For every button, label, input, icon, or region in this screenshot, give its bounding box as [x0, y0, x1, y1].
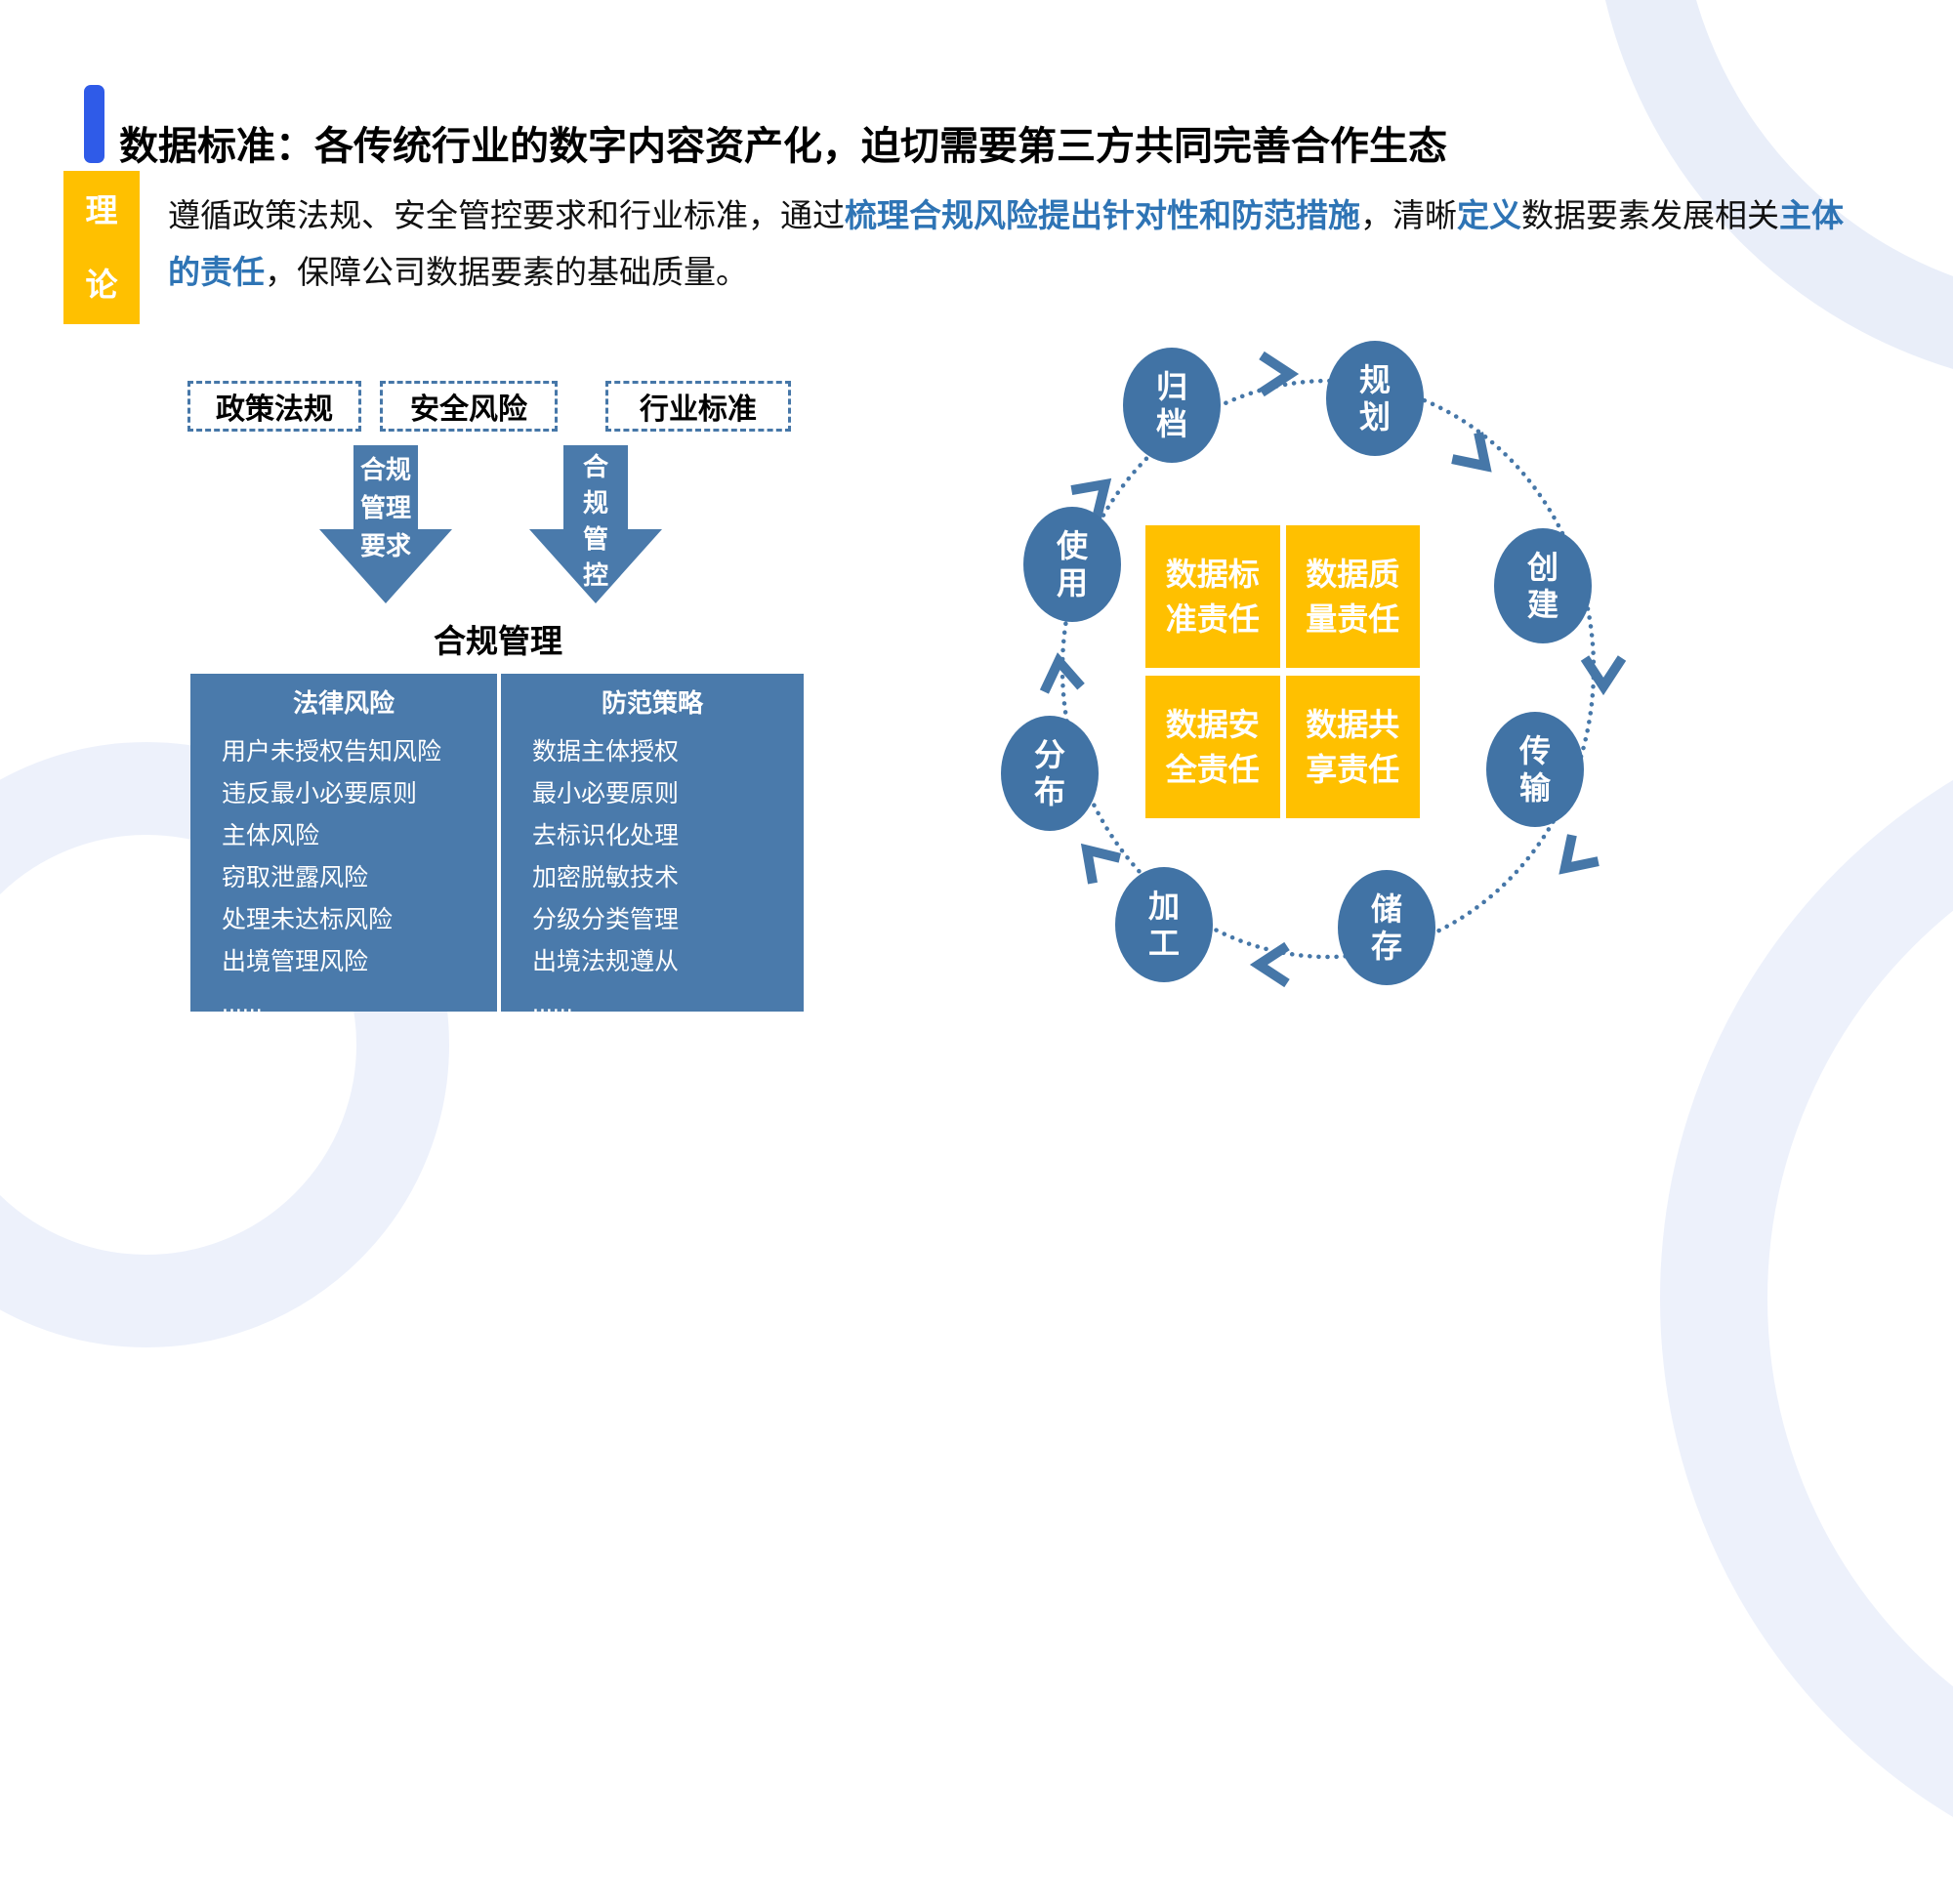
list-item: 分级分类管理 — [532, 906, 680, 933]
lifecycle-node-plan: 规 划 — [1326, 341, 1424, 456]
chevron-arrow-icon — [1039, 652, 1085, 694]
intro-line-2: 的责任，保障公司数据要素的基础质量。 — [168, 246, 748, 293]
list-item: 主体风险 — [222, 822, 320, 849]
lifecycle-node-create: 创 建 — [1494, 528, 1592, 643]
list-item: 最小必要原则 — [532, 780, 680, 807]
compliance-management-label: 合规管理 — [434, 623, 562, 659]
chevron-arrow-icon — [1259, 351, 1300, 397]
arrow-label: 合 规 管 控 — [582, 452, 608, 590]
chevron-arrow-icon — [1451, 432, 1492, 473]
title-accent-bar — [84, 85, 104, 163]
responsibility-matrix: 数据标 准责任 数据质 量责任 数据安 全责任 数据共 享责任 — [1145, 525, 1420, 818]
arrow-label: 合规 管理 要求 — [359, 455, 411, 560]
panel-header: 法律风险 — [292, 688, 395, 718]
matrix-cell-sharing: 数据共 享责任 — [1285, 676, 1420, 818]
intro-line-1: 遵循政策法规、安全管控要求和行业标准，通过梳理合规风险提出针对性和防范措施，清晰… — [168, 189, 1844, 236]
lifecycle-node-use: 使 用 — [1023, 507, 1121, 622]
list-item: ...... — [532, 990, 573, 1017]
chevron-arrow-icon — [1558, 834, 1600, 875]
list-item: 窃取泄露风险 — [222, 864, 369, 891]
chevron-arrow-icon — [1070, 477, 1112, 518]
down-arrow-icon — [529, 445, 662, 603]
intro-text: 数据要素发展相关 — [1521, 197, 1779, 233]
chevron-arrow-icon — [1080, 843, 1121, 885]
source-box-security-risk: 安全风险 — [380, 381, 558, 432]
lifecycle-node-transmit: 传 输 — [1486, 712, 1584, 827]
intro-highlight: 主体 — [1779, 197, 1844, 233]
list-item: 出境管理风险 — [222, 948, 369, 975]
intro-text: 遵循政策法规、安全管控要求和行业标准，通过 — [168, 197, 845, 233]
legal-risk-panel: 法律风险 用户未授权告知风险 违反最小必要原则 主体风险 窃取泄露风险 处理未达… — [190, 674, 497, 1017]
prevention-strategy-list: 数据主体授权 最小必要原则 去标识化处理 加密脱敏技术 分级分类管理 出境法规遵… — [501, 731, 804, 1025]
list-item: 加密脱敏技术 — [532, 864, 680, 891]
matrix-cell-security: 数据安 全责任 — [1145, 676, 1280, 818]
intro-text: ，清晰 — [1360, 197, 1457, 233]
lifecycle-node-store: 储 存 — [1338, 870, 1435, 985]
chevron-arrow-icon — [1249, 941, 1290, 988]
down-arrow-compliance-control: 合 规 管 控 — [529, 445, 662, 603]
page-title: 数据标准：各传统行业的数字内容资产化，迫切需要第三方共同完善合作生态 — [119, 124, 1447, 168]
data-lifecycle-diagram: 归 档 规 划 创 建 传 输 储 存 加 工 分 布 使 用 数据标 准责任 … — [976, 322, 1680, 1064]
source-box-policy: 政策法规 — [187, 381, 361, 432]
background-ring-bottom-right — [1660, 693, 1953, 1904]
lifecycle-node-archive: 归 档 — [1123, 348, 1221, 463]
source-box-industry-standard: 行业标准 — [605, 381, 791, 432]
list-item: ...... — [222, 990, 263, 1017]
list-item: 数据主体授权 — [532, 738, 680, 766]
list-item: 违反最小必要原则 — [222, 780, 418, 807]
intro-highlight: 的责任 — [168, 254, 265, 290]
lifecycle-node-distribute: 分 布 — [1001, 716, 1099, 831]
section-tag-theory: 理 论 — [63, 171, 140, 324]
list-item: 用户未授权告知风险 — [222, 738, 442, 766]
list-item: 出境法规遵从 — [532, 948, 680, 975]
down-arrow-icon — [319, 445, 452, 603]
list-item: 处理未达标风险 — [222, 906, 394, 933]
panel-header: 防范策略 — [601, 688, 703, 718]
intro-highlight: 梳理合规风险提出针对性和防范措施 — [845, 197, 1360, 233]
prevention-strategy-panel: 防范策略 数据主体授权 最小必要原则 去标识化处理 加密脱敏技术 分级分类管理 … — [501, 674, 804, 1017]
list-item: 去标识化处理 — [532, 822, 680, 849]
lifecycle-node-process: 加 工 — [1115, 867, 1213, 982]
matrix-cell-quality: 数据质 量责任 — [1285, 525, 1420, 668]
intro-text: ，保障公司数据要素的基础质量。 — [265, 254, 748, 290]
intro-highlight: 定义 — [1457, 197, 1521, 233]
legal-risk-list: 用户未授权告知风险 违反最小必要原则 主体风险 窃取泄露风险 处理未达标风险 出… — [190, 731, 497, 1025]
chevron-arrow-icon — [1580, 655, 1627, 696]
lifecycle-ring — [1039, 351, 1627, 988]
matrix-cell-standard: 数据标 准责任 — [1145, 525, 1280, 668]
down-arrow-compliance-requirements: 合规 管理 要求 — [319, 445, 452, 603]
